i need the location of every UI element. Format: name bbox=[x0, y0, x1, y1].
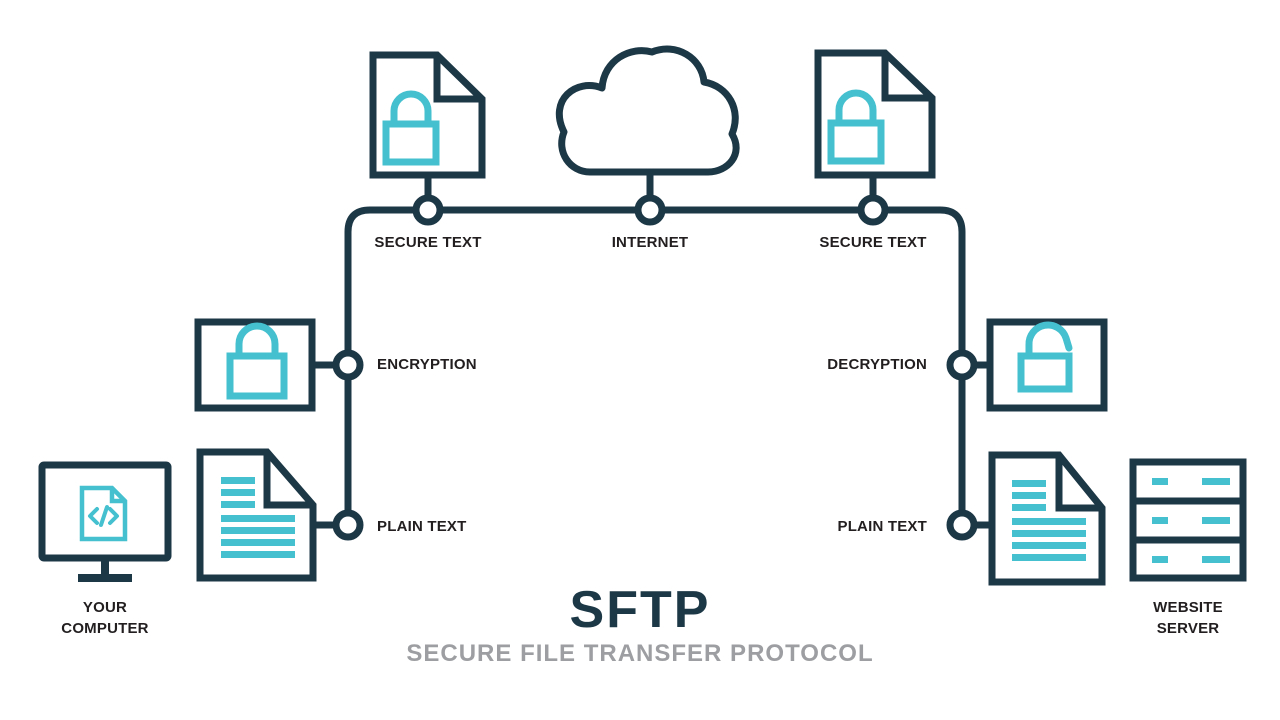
monitor-stand bbox=[101, 558, 109, 575]
padlock-body bbox=[827, 119, 885, 165]
code-document-icon bbox=[79, 485, 128, 542]
node-plain-text-left bbox=[332, 509, 364, 541]
node-plain-text-right bbox=[946, 509, 978, 541]
closed-padlock-icon bbox=[194, 318, 316, 412]
padlock-shackle bbox=[835, 89, 877, 123]
label-your-computer-line1: YOUR bbox=[82, 599, 128, 616]
label-your-computer-line2: COMPUTER bbox=[61, 620, 149, 637]
label-plain-text-left: PLAIN TEXT bbox=[377, 518, 467, 535]
label-website-server-line2: SERVER bbox=[1156, 620, 1220, 637]
diagram-title: SFTP bbox=[569, 581, 711, 639]
plain-document-left-icon bbox=[196, 448, 317, 582]
label-decryption: DECRYPTION bbox=[827, 356, 927, 373]
secure-document-right-icon bbox=[814, 49, 936, 179]
node-secure-text-left bbox=[412, 194, 444, 226]
label-secure-text-right: SECURE TEXT bbox=[819, 234, 927, 251]
server-leds bbox=[1152, 478, 1230, 563]
label-website-server-line1: WEBSITE bbox=[1153, 599, 1223, 616]
text-lines bbox=[1012, 480, 1086, 561]
padlock-shackle bbox=[390, 90, 432, 124]
label-website-server: WEBSITE SERVER bbox=[1108, 597, 1268, 639]
text-lines bbox=[221, 477, 295, 558]
node-encryption bbox=[332, 349, 364, 381]
label-secure-text-left: SECURE TEXT bbox=[374, 234, 482, 251]
secure-document-left-icon bbox=[369, 51, 486, 179]
label-internet: INTERNET bbox=[611, 234, 689, 251]
node-decryption bbox=[946, 349, 978, 381]
label-your-computer: YOUR COMPUTER bbox=[25, 597, 185, 639]
label-encryption: ENCRYPTION bbox=[377, 356, 477, 373]
node-secure-text-right bbox=[857, 194, 889, 226]
padlock-body bbox=[382, 120, 440, 166]
diagram-subtitle: SECURE FILE TRANSFER PROTOCOL bbox=[406, 640, 874, 667]
node-internet bbox=[634, 194, 666, 226]
node-circles bbox=[332, 194, 978, 541]
plain-document-right-icon bbox=[988, 451, 1106, 586]
monitor-base bbox=[78, 574, 132, 582]
server-rack-icon bbox=[1129, 458, 1247, 582]
cloud-icon bbox=[555, 45, 740, 176]
open-padlock-icon bbox=[986, 318, 1108, 412]
label-plain-text-right: PLAIN TEXT bbox=[837, 518, 927, 535]
computer-monitor-icon bbox=[38, 461, 172, 582]
